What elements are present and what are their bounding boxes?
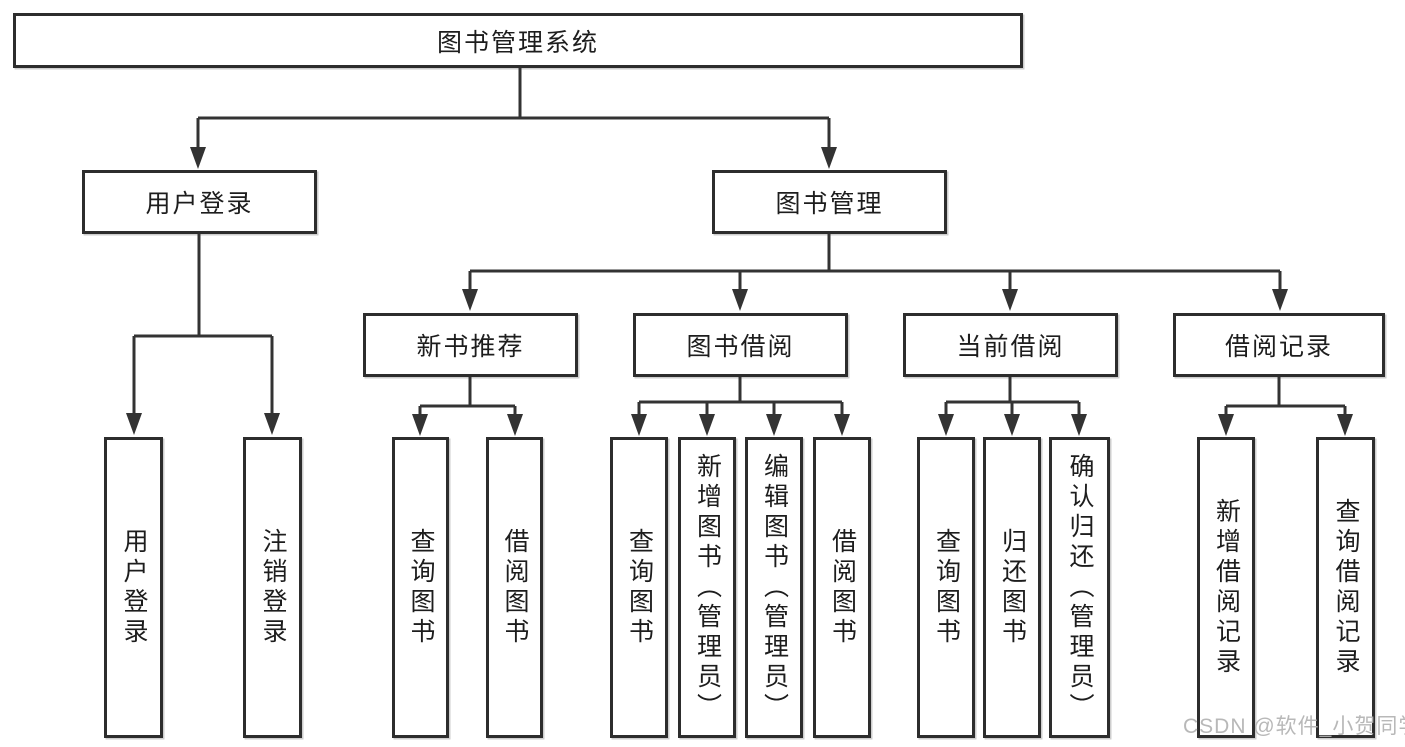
line — [196, 68, 831, 150]
node-current-borrowing: 当前借阅 — [903, 313, 1118, 377]
connector-current-borrowing-children — [938, 377, 1087, 436]
node-label: 用户登录 — [120, 527, 148, 648]
leaf-query-books-recommend: 查询图书 — [392, 437, 449, 738]
node-label: 用户登录 — [145, 190, 254, 218]
leaf-query-books-borrowing: 查询图书 — [610, 437, 668, 738]
node-new-book-recommend: 新书推荐 — [363, 313, 578, 377]
node-book-borrowing: 图书借阅 — [633, 313, 848, 377]
node-label: 借阅图书 — [501, 527, 529, 648]
leaf-add-books-admin: 新增图书（管理员） — [678, 437, 736, 738]
arrowhead — [190, 147, 837, 169]
arrowhead — [412, 414, 523, 436]
node-label: 确认归还（管理员） — [1066, 452, 1094, 723]
arrowhead — [126, 413, 280, 435]
connector-root-to-level2 — [190, 68, 837, 169]
leaf-logout: 注销登录 — [243, 437, 302, 738]
line — [468, 234, 1282, 290]
node-label: 归还图书 — [998, 527, 1027, 648]
node-user-login: 用户登录 — [82, 170, 317, 234]
node-label: 查询图书 — [932, 527, 961, 648]
csdn-watermark: CSDN @软件_小贺同学 — [1183, 715, 1405, 738]
node-label: 新增借阅记录 — [1212, 497, 1241, 678]
node-borrowing-records: 借阅记录 — [1173, 313, 1385, 377]
node-label: 借阅图书 — [828, 527, 857, 648]
line — [418, 377, 517, 416]
leaf-borrow-books-recommend: 借阅图书 — [486, 437, 543, 738]
arrowhead — [631, 414, 850, 436]
node-book-management: 图书管理 — [712, 170, 947, 234]
leaf-return-books: 归还图书 — [983, 437, 1041, 738]
node-label: 查询借阅记录 — [1332, 497, 1360, 678]
arrowhead — [462, 289, 1288, 311]
node-root-book-management-system: 图书管理系统 — [13, 13, 1023, 68]
leaf-add-borrow-record: 新增借阅记录 — [1197, 437, 1255, 738]
node-label: 编辑图书（管理员） — [760, 452, 789, 723]
node-label: 借阅记录 — [1224, 333, 1333, 361]
leaf-confirm-return-admin: 确认归还（管理员） — [1049, 437, 1110, 738]
node-label: 注销登录 — [259, 527, 287, 648]
line — [944, 377, 1081, 416]
node-label: 新增图书（管理员） — [693, 452, 722, 723]
leaf-borrow-books: 借阅图书 — [813, 437, 871, 738]
connector-user-login-children — [126, 234, 280, 435]
connector-book-management-children — [462, 234, 1288, 311]
node-label: 图书借阅 — [686, 333, 795, 361]
arrowhead — [938, 414, 1087, 436]
arrowhead — [1218, 414, 1353, 436]
node-label: 查询图书 — [625, 527, 654, 648]
line — [132, 234, 274, 415]
leaf-query-borrow-record: 查询借阅记录 — [1316, 437, 1375, 738]
line — [637, 377, 844, 416]
leaf-edit-books-admin: 编辑图书（管理员） — [745, 437, 803, 738]
node-label: 图书管理系统 — [436, 28, 599, 57]
line — [1224, 377, 1347, 416]
connector-new-book-recommend-children — [412, 377, 523, 436]
node-label: 新书推荐 — [416, 333, 525, 361]
leaf-query-books-current: 查询图书 — [917, 437, 975, 738]
leaf-user-login: 用户登录 — [104, 437, 163, 738]
connector-book-borrowing-children — [631, 377, 850, 436]
node-label: 图书管理 — [775, 190, 884, 218]
connector-borrowing-records-children — [1218, 377, 1353, 436]
node-label: 当前借阅 — [956, 333, 1065, 361]
node-label: 查询图书 — [407, 527, 435, 648]
